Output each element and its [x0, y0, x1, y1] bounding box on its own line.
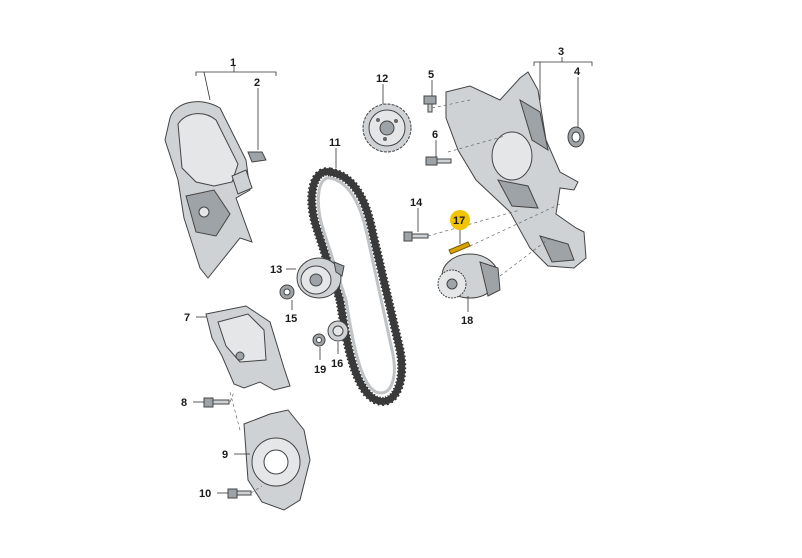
- callout-16: 16: [331, 358, 343, 370]
- water-pump: [437, 253, 501, 299]
- callout-8: 8: [181, 397, 187, 409]
- callout-labels: 1 2 3 4 5 6 7 8 9 10 11 12 13 14 15 17 1…: [181, 46, 581, 500]
- bolt-10: [227, 488, 252, 499]
- crank-guard-plate: [243, 409, 311, 511]
- bolt-14: [403, 231, 429, 242]
- camshaft-sprocket: [362, 103, 412, 153]
- cover-clip: [247, 151, 267, 163]
- callout-10: 10: [199, 488, 211, 500]
- lower-timing-cover: [205, 305, 291, 391]
- callout-2: 2: [254, 77, 260, 89]
- stud-17: [448, 241, 471, 255]
- nut-19: [312, 333, 326, 347]
- callout-4: 4: [574, 66, 581, 78]
- bolt-8: [203, 397, 230, 408]
- callout-11: 11: [329, 137, 341, 149]
- callout-17: 17: [453, 215, 465, 227]
- callout-13: 13: [270, 264, 282, 276]
- tensioner-pulley: [296, 257, 345, 299]
- callout-15: 15: [285, 313, 297, 325]
- callout-18: 18: [461, 315, 473, 327]
- assembly-lines: [229, 99, 561, 494]
- callout-5: 5: [428, 69, 434, 81]
- callout-19: 19: [314, 364, 326, 376]
- callout-3: 3: [558, 46, 564, 58]
- leader-lines: [193, 57, 593, 494]
- nut-15: [279, 284, 295, 300]
- timing-belt: [307, 167, 407, 406]
- callout-9: 9: [222, 449, 228, 461]
- idler-pulley: [327, 320, 349, 342]
- callout-6: 6: [432, 129, 438, 141]
- bolt-6: [425, 156, 452, 166]
- callout-17-highlight: [450, 210, 470, 230]
- callout-12: 12: [376, 73, 388, 85]
- callout-7: 7: [184, 312, 190, 324]
- callout-14: 14: [410, 197, 423, 209]
- upper-timing-cover: [164, 101, 253, 279]
- callout-1: 1: [230, 57, 236, 69]
- bolt-5: [423, 95, 437, 113]
- rear-timing-cover: [445, 71, 587, 269]
- grommet: [567, 126, 585, 148]
